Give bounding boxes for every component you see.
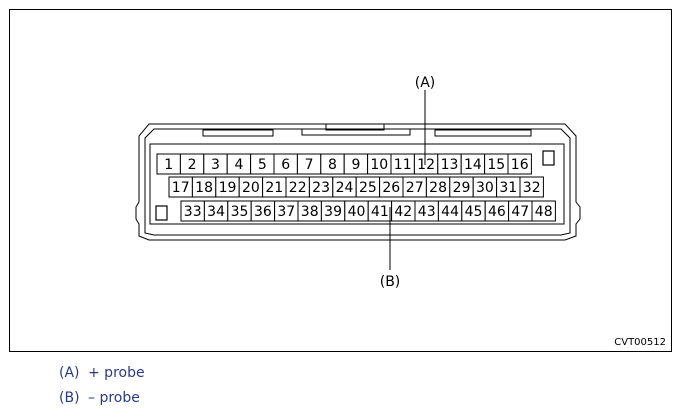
key-slot-top-right — [542, 150, 555, 166]
pin-48-label: 48 — [535, 204, 553, 220]
legend: (A) + probe (B) – probe — [59, 362, 145, 412]
legend-item: (A) + probe — [59, 362, 145, 387]
pin-39-label: 39 — [324, 204, 342, 220]
pin-36-label: 36 — [254, 204, 272, 220]
pin-15-label: 15 — [487, 157, 505, 173]
pin-3-label: 3 — [211, 157, 220, 173]
pin-22-label: 22 — [289, 180, 307, 196]
pin-21-label: 21 — [265, 180, 283, 196]
pin-18-label: 18 — [195, 180, 213, 196]
pin-38-label: 38 — [301, 204, 319, 220]
pin-11-label: 11 — [394, 157, 412, 173]
pin-19-label: 19 — [219, 180, 237, 196]
pin-13-label: 13 — [441, 157, 459, 173]
pin-29-label: 29 — [453, 180, 471, 196]
pin-33-label: 33 — [184, 204, 202, 220]
pin-48-cell — [531, 200, 556, 222]
callout-a-label: (A) — [415, 75, 436, 91]
pin-45-label: 45 — [465, 204, 483, 220]
pin-2-label: 2 — [188, 157, 197, 173]
pin-40-label: 40 — [348, 204, 366, 220]
legend-label: – probe — [88, 390, 140, 406]
pin-10-label: 10 — [370, 157, 388, 173]
pin-32-cell — [519, 176, 544, 198]
pin-26-label: 26 — [382, 180, 400, 196]
figure-code: CVT00512 — [614, 337, 666, 348]
pin-5-label: 5 — [258, 157, 267, 173]
pin-37-label: 37 — [277, 204, 295, 220]
pin-27-label: 27 — [406, 180, 424, 196]
pin-12-label: 12 — [417, 157, 435, 173]
pin-17-label: 17 — [172, 180, 190, 196]
pin-14-label: 14 — [464, 157, 482, 173]
pin-1-label: 1 — [164, 157, 173, 173]
pin-32-label: 32 — [523, 180, 541, 196]
pin-28-label: 28 — [429, 180, 447, 196]
pin-34-label: 34 — [207, 204, 225, 220]
pin-35-label: 35 — [231, 204, 249, 220]
connector-housing-inner — [144, 128, 571, 236]
pin-20-label: 20 — [242, 180, 260, 196]
top-latch-center-tab — [325, 123, 385, 131]
pin-4-label: 4 — [234, 157, 243, 173]
pin-25-label: 25 — [359, 180, 377, 196]
legend-key: (B) — [59, 390, 80, 406]
pin-6-label: 6 — [281, 157, 290, 173]
top-latch-right — [434, 129, 532, 137]
callout-b-label: (B) — [380, 274, 401, 290]
pin-43-label: 43 — [418, 204, 436, 220]
legend-label: + probe — [88, 365, 145, 381]
legend-item: (B) – probe — [59, 387, 145, 412]
pin-16-label: 16 — [511, 157, 529, 173]
terminal-field — [149, 143, 565, 225]
connector-housing-outer — [135, 123, 581, 241]
pin-42-label: 42 — [394, 204, 412, 220]
pin-23-label: 23 — [312, 180, 330, 196]
top-latch-center — [301, 129, 411, 136]
pin-9-label: 9 — [351, 157, 360, 173]
key-slot-bottom-left — [155, 205, 168, 221]
pin-31-label: 31 — [499, 180, 517, 196]
pin-24-label: 24 — [336, 180, 354, 196]
pin-47-label: 47 — [511, 204, 529, 220]
pin-8-label: 8 — [328, 157, 337, 173]
top-latch-left — [202, 129, 274, 137]
pin-16-cell — [507, 153, 532, 175]
pin-30-label: 30 — [476, 180, 494, 196]
legend-key: (A) — [59, 365, 80, 381]
pin-41-label: 41 — [371, 204, 389, 220]
pin-7-label: 7 — [305, 157, 314, 173]
pin-46-label: 46 — [488, 204, 506, 220]
pin-44-label: 44 — [441, 204, 459, 220]
